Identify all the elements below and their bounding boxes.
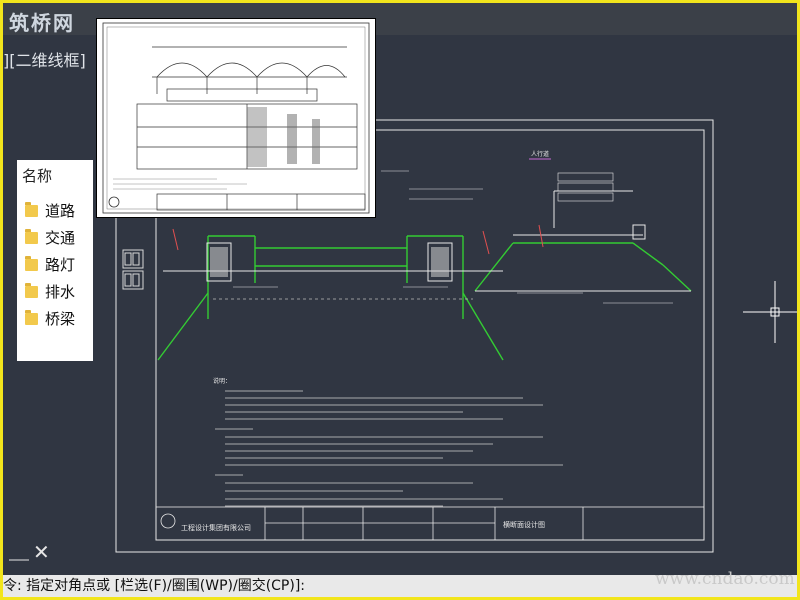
cad-application-window: 筑桥网 ][二维线框] 人行道 (3, 3, 797, 597)
road-section-green (157, 235, 692, 361)
title-block (155, 506, 705, 541)
left-margin-blocks (122, 249, 144, 290)
close-icon[interactable]: ✕ (33, 540, 50, 564)
palette-item-streetlights[interactable]: 路灯 (25, 254, 91, 276)
palette-item-label: 排水 (45, 283, 76, 301)
title-block-company: 工程设计集团有限公司 (181, 523, 251, 532)
section-label: 人行道 (531, 150, 549, 158)
tool-palette: 名称 道路 交通 路灯 排水 桥梁 (17, 160, 93, 361)
palette-item-roads[interactable]: 道路 (25, 200, 91, 222)
palette-item-label: 路灯 (45, 256, 76, 274)
folder-icon (25, 229, 38, 244)
palette-item-bridges[interactable]: 桥梁 (25, 308, 91, 330)
folder-icon (25, 256, 38, 271)
folder-icon (25, 202, 38, 217)
crosshair-cursor (743, 281, 797, 343)
palette-item-label: 桥梁 (45, 310, 76, 328)
notes-lines (215, 390, 563, 507)
palette-item-drainage[interactable]: 排水 (25, 281, 91, 303)
callout-annotations (233, 170, 673, 304)
watermark-text: www.cndao.com (655, 569, 795, 589)
preview-image (102, 22, 370, 214)
palette-header: 名称 (22, 167, 53, 185)
palette-item-label: 道路 (45, 202, 76, 220)
gravel-fill (210, 247, 449, 277)
site-logo: 筑桥网 (9, 11, 75, 35)
palette-item-traffic[interactable]: 交通 (25, 227, 91, 249)
command-line[interactable]: 令: 指定对角点或 [栏选(F)/圈围(WP)/圈交(CP)]: (3, 575, 797, 597)
notes-heading: 说明： (213, 377, 231, 385)
viewport-label[interactable]: ][二维线框] (3, 51, 86, 70)
drawing-canvas[interactable]: 人行道 (3, 3, 797, 597)
sheet-outer-frame (115, 119, 714, 553)
palette-item-label: 交通 (45, 229, 76, 247)
folder-icon (25, 310, 38, 325)
drawing-preview-thumbnail[interactable] (96, 18, 376, 218)
folder-icon (25, 283, 38, 298)
title-block-title: 横断面设计图 (503, 520, 545, 529)
